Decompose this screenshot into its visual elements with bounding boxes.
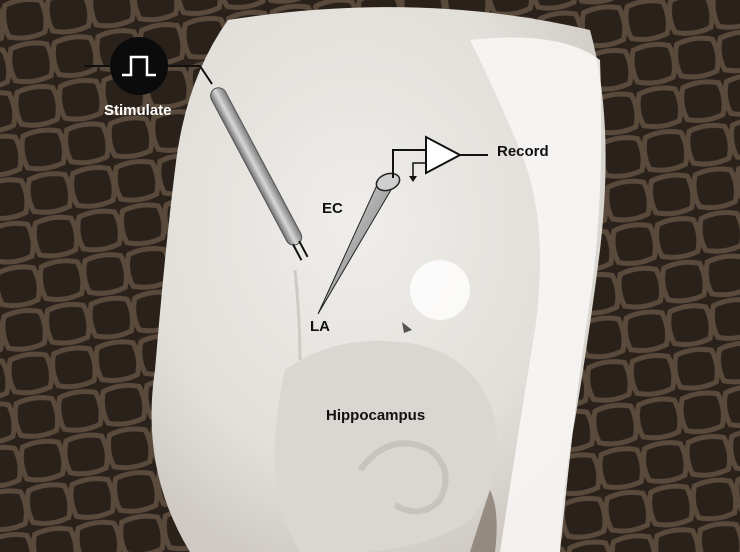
hippocampus-label: Hippocampus: [326, 407, 425, 424]
bright-spot: [410, 260, 470, 320]
ec-label: EC: [322, 200, 343, 217]
la-label: LA: [310, 318, 330, 335]
record-label: Record: [497, 143, 549, 160]
pulse-waveform-icon: [110, 37, 168, 95]
stimulate-label: Stimulate: [104, 102, 172, 119]
